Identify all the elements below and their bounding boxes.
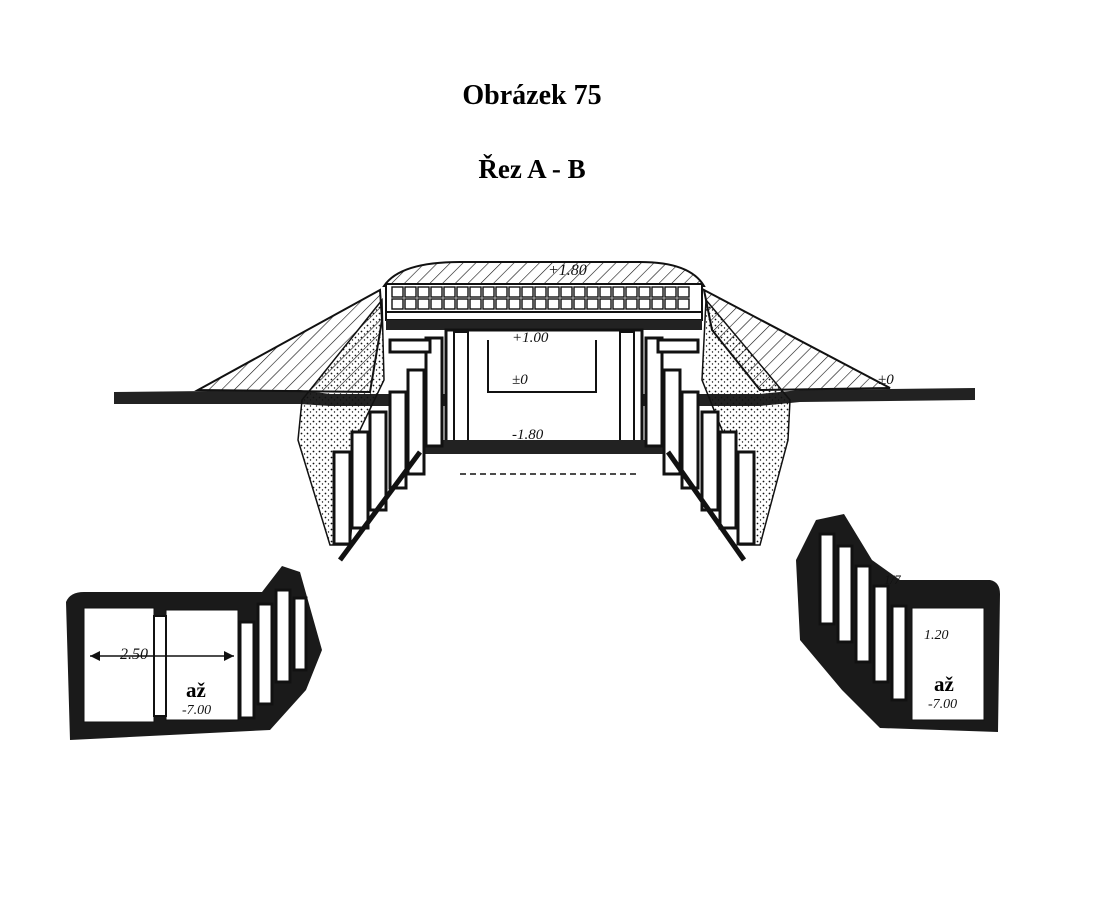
excavation-sides	[337, 450, 747, 562]
central-chamber	[420, 328, 668, 475]
gravel-fill	[297, 297, 791, 546]
dimension-right-slope: 1/7	[884, 572, 901, 587]
dimension-bottom: -1.80	[512, 427, 544, 443]
right-detail	[796, 514, 1000, 732]
dimension-mid: ±0	[512, 372, 528, 388]
dimension-left-height: -7.00	[182, 703, 212, 718]
left-pile-wall	[332, 336, 444, 546]
left-detail-label: až	[186, 678, 206, 702]
figure-subtitle: Řez A - B	[478, 154, 586, 184]
right-pile-wall	[644, 336, 756, 546]
dimension-right-height: -7.00	[928, 697, 958, 712]
right-detail-label: až	[934, 672, 954, 696]
log-roof	[385, 283, 703, 330]
dimension-right-width: 1.20	[924, 628, 949, 643]
dimension-ground: ±0	[878, 372, 894, 388]
figure-title: Obrázek 75	[462, 80, 602, 111]
dimension-top: +1.80	[548, 262, 587, 279]
left-detail	[66, 566, 322, 740]
dimension-upper: +1.00	[512, 330, 549, 346]
dimension-left-width: 2.50	[120, 646, 148, 663]
